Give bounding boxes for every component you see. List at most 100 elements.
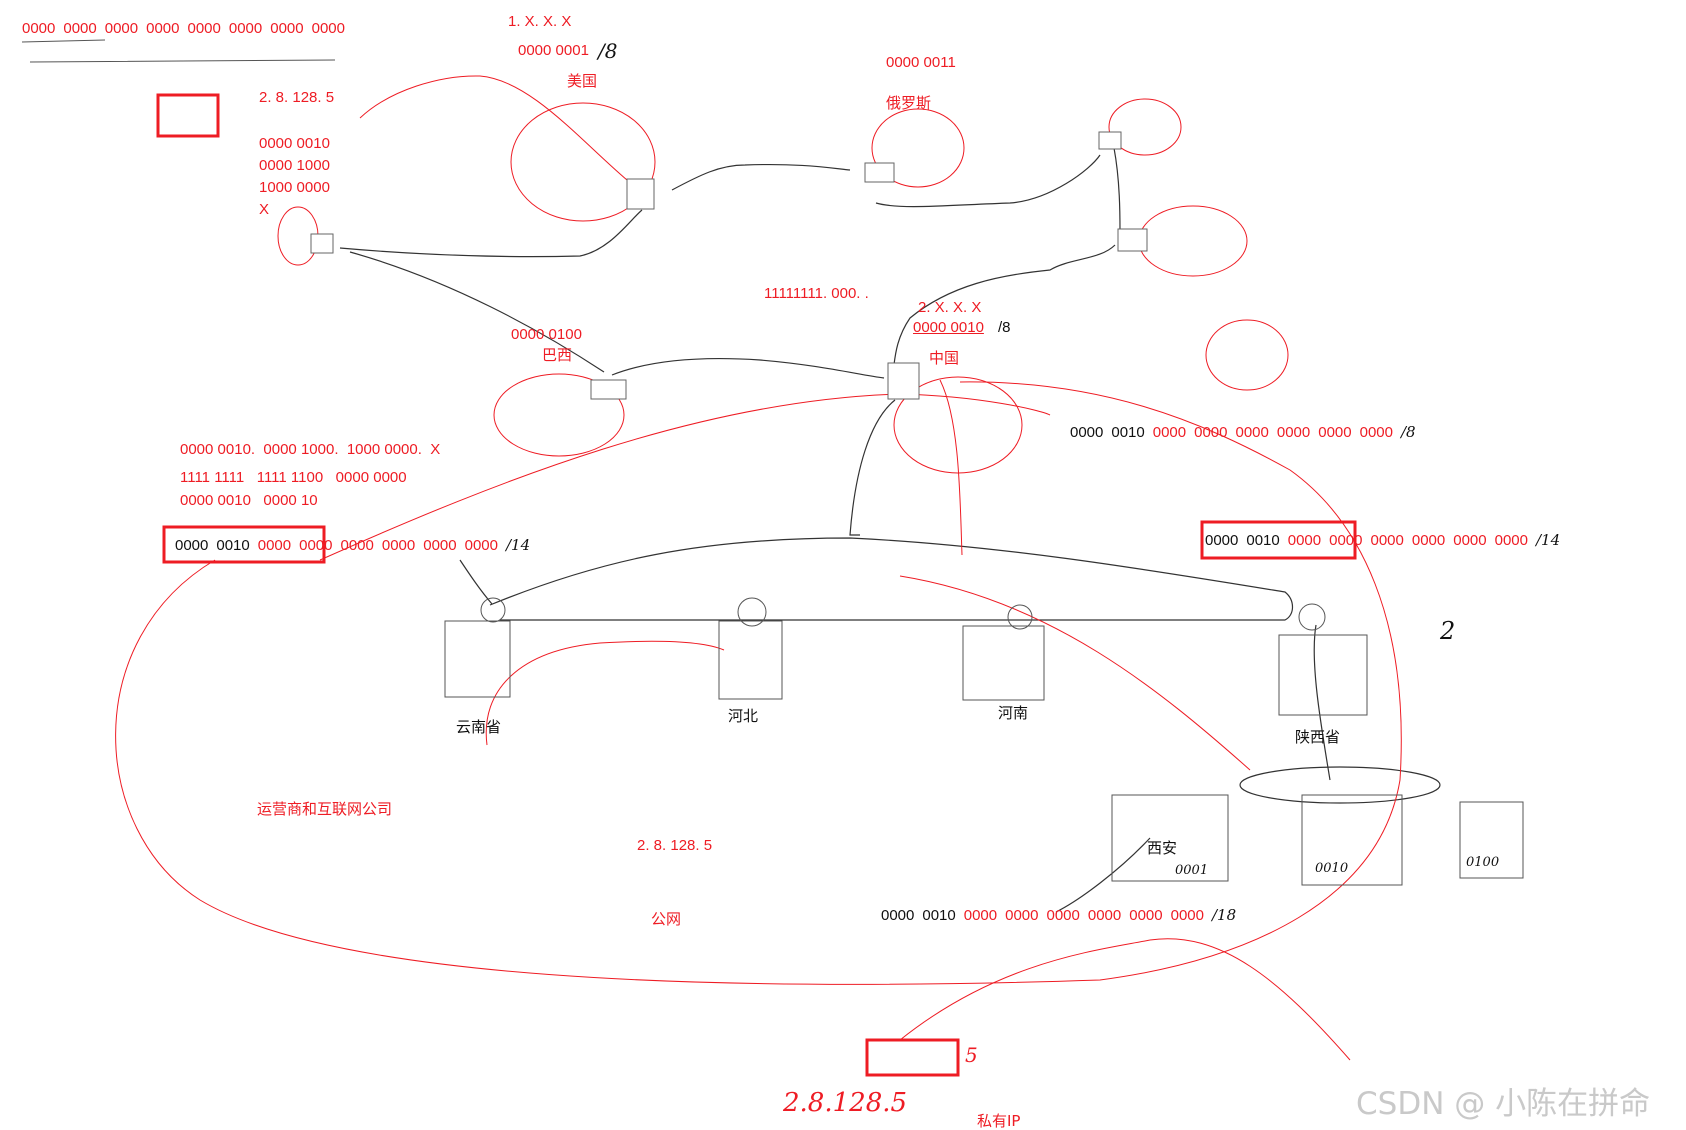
- brazil-label: 巴西: [542, 346, 573, 364]
- usa-bits: 0000 0001: [518, 42, 589, 59]
- address-group: 0000: [228, 20, 263, 37]
- province-label-henan: 河南: [998, 704, 1029, 722]
- province-label-shaanxi: 陕西省: [1295, 728, 1341, 746]
- province-box-hebei: [718, 620, 783, 700]
- curve-xian: [899, 575, 1251, 771]
- port-henan: [1007, 604, 1033, 630]
- address-group: 0000: [299, 537, 333, 554]
- address-group: 0000: [1129, 907, 1163, 924]
- province-label-hebei: 河北: [728, 707, 759, 725]
- address-group: 0000: [1005, 907, 1039, 924]
- address-group: 0000: [63, 20, 97, 37]
- calc-line-1: 0000 0010. 0000 1000. 1000 0000. X: [180, 441, 441, 458]
- bottom-red-box: [865, 1038, 960, 1077]
- router-russia: [864, 162, 895, 183]
- big-loop: [115, 381, 1402, 985]
- router-left: [310, 233, 334, 254]
- usa-mask: /8: [598, 39, 618, 63]
- address-group: 0000: [22, 20, 56, 37]
- curve-bottom2: [1149, 938, 1351, 1061]
- link-usa-russia: [671, 163, 851, 191]
- address-group: 0000: [464, 537, 498, 554]
- address-group-network: 0000: [1205, 532, 1239, 549]
- calc-line-2: 1111 1111 1111 1100 0000 0000: [180, 469, 407, 486]
- east-circle: [1108, 98, 1182, 156]
- address-group: 0000: [1287, 532, 1322, 549]
- usa-prefix: 1. X. X. X: [508, 13, 572, 30]
- address-group: 0000: [311, 20, 345, 37]
- router-east2: [1117, 228, 1148, 252]
- russia-bits: 0000 0011: [886, 54, 956, 71]
- address-group-network: 0000: [881, 907, 915, 924]
- address-group-network: 0010: [1246, 532, 1280, 549]
- address-group-network: 0010: [1111, 424, 1145, 441]
- calc-line-3: 0000 0010 0000 10: [180, 492, 318, 509]
- address-group: 0000: [1453, 532, 1487, 549]
- address-group: 0000: [1087, 907, 1122, 924]
- usa-circle: [510, 102, 656, 222]
- link-brazil-china: [611, 357, 885, 379]
- city-bits-3: 0100: [1466, 855, 1500, 870]
- left-row-highlight: [162, 525, 326, 564]
- city-label-xian: 西安: [1147, 839, 1178, 857]
- address-group: 0000: [1359, 424, 1393, 441]
- china-prefix: 2. X. X. X: [918, 299, 982, 316]
- left-red-box: [156, 93, 220, 138]
- address-group: 0000: [1170, 907, 1204, 924]
- left-note-line-4: X: [259, 201, 270, 218]
- link-east-east2: [1113, 147, 1121, 233]
- address-group: 0000: [1494, 532, 1528, 549]
- left-ip: 2. 8. 128. 5: [259, 89, 335, 106]
- brazil-circle: [493, 373, 625, 457]
- empty-circle: [1205, 319, 1289, 391]
- right-row-highlight: [1200, 520, 1357, 560]
- prefix-mask: /18: [1212, 906, 1237, 924]
- city-ring: [1239, 766, 1441, 804]
- address-group: 0000: [146, 20, 180, 37]
- mask-note: 11111111. 000. .: [764, 285, 869, 302]
- usa-label: 美国: [567, 72, 598, 90]
- province-ring: [489, 537, 1294, 621]
- city-box-2: [1301, 794, 1403, 886]
- curve-china-down: [939, 379, 963, 556]
- link-bottom-xian: [1055, 837, 1151, 913]
- city-bits-xian: 0001: [1175, 863, 1209, 878]
- arrow-usa: [359, 75, 628, 181]
- address-group: 0000: [1235, 424, 1269, 441]
- china-mask: /8: [998, 319, 1011, 336]
- city-box-xian: [1111, 794, 1229, 882]
- port-shaanxi: [1298, 603, 1326, 631]
- address-group-network: 0010: [216, 537, 250, 554]
- router-east: [1098, 131, 1122, 150]
- address-group: 0000: [1318, 424, 1352, 441]
- address-group: 0000: [381, 537, 416, 554]
- left-note-line-2: 0000 1000: [259, 157, 330, 174]
- curve-bottom: [899, 939, 1151, 1041]
- address-group: 0000: [1370, 532, 1404, 549]
- left-note-line-1: 0000 0010: [259, 135, 330, 152]
- address-group: 0000: [963, 907, 998, 924]
- address-group: 0000: [1194, 424, 1228, 441]
- address-group: 0000: [1329, 532, 1363, 549]
- link-left-brazil: [349, 251, 605, 373]
- prefix-mask: /14: [506, 536, 531, 554]
- address-group: 0000: [187, 20, 221, 37]
- province-box-henan: [962, 625, 1045, 701]
- prefix-mask: /14: [1536, 531, 1561, 549]
- address-group: 0000: [340, 537, 374, 554]
- left-note-line-3: 1000 0000: [259, 179, 330, 196]
- province-label-yunnan: 云南省: [456, 718, 502, 736]
- china-label: 中国: [929, 349, 960, 367]
- link-east2-china: [892, 244, 1116, 373]
- address-group: 0000: [104, 20, 139, 37]
- port-hebei: [737, 597, 767, 627]
- address-group: 0000: [423, 537, 457, 554]
- province-box-yunnan: [444, 620, 511, 698]
- address-group: 0000: [1411, 532, 1446, 549]
- address-group-network: 0000: [175, 537, 209, 554]
